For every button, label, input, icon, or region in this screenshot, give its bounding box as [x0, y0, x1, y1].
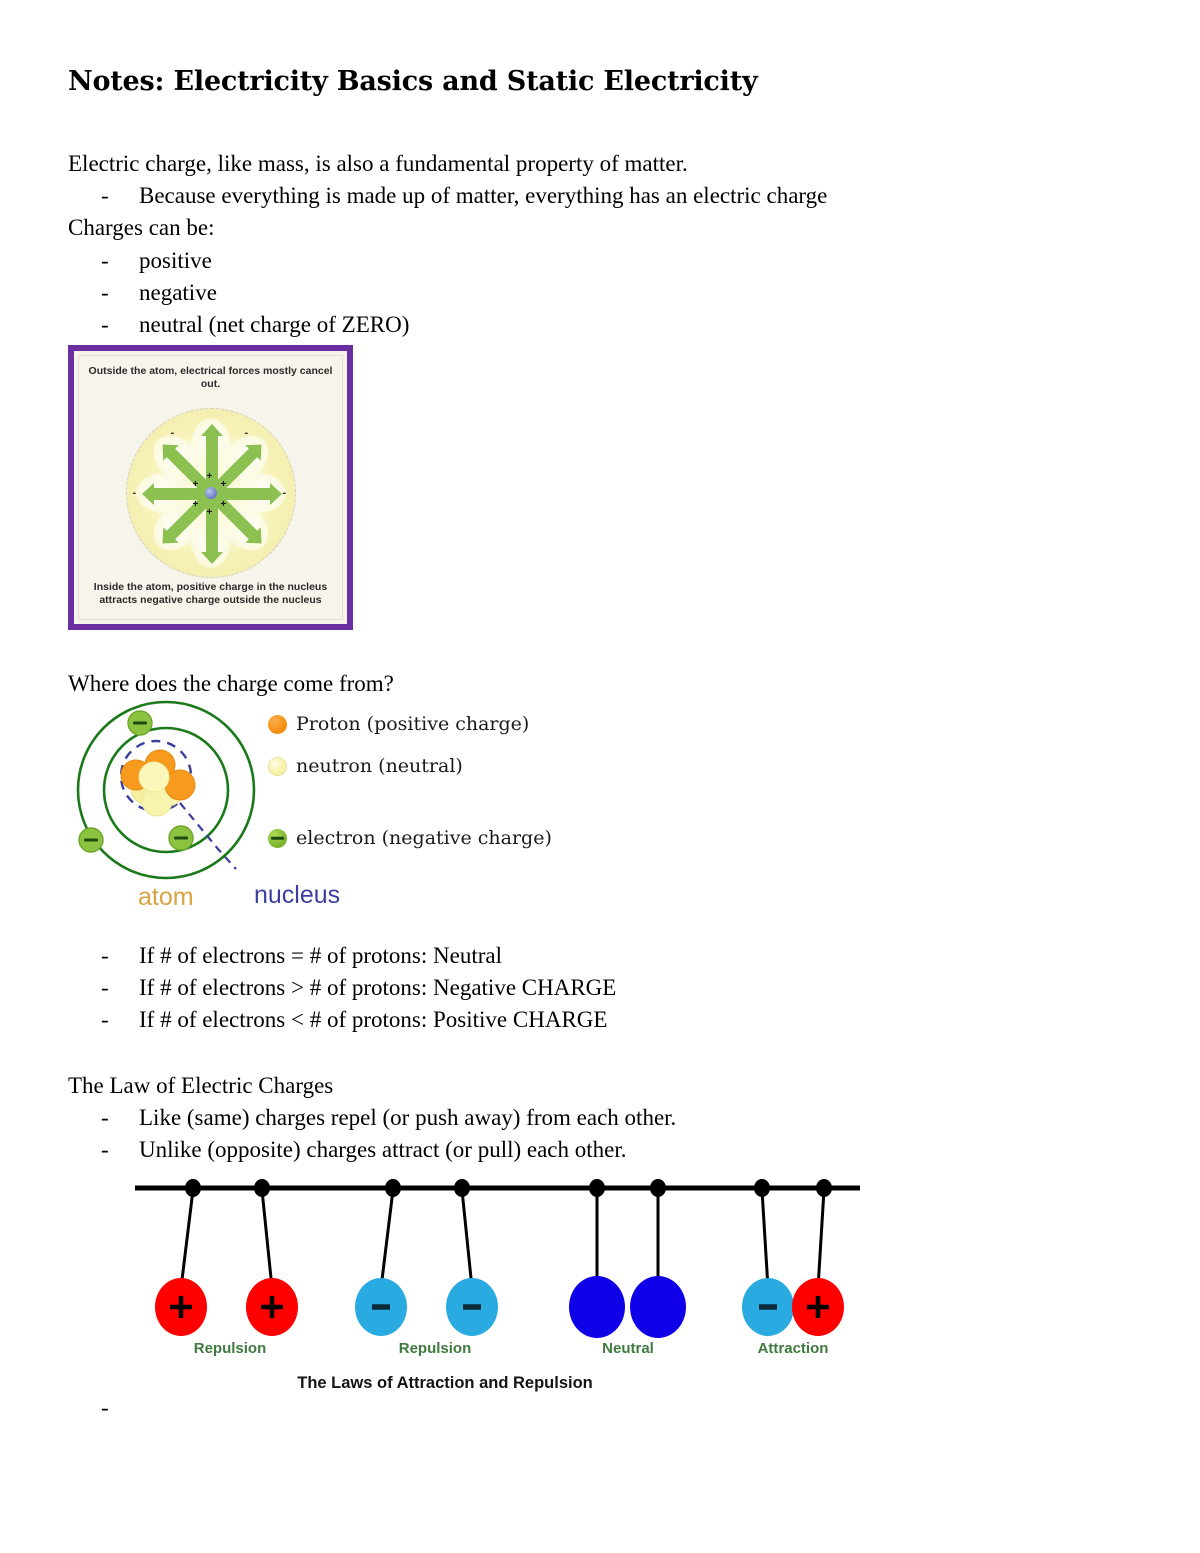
- paragraph-where-charge: Where does the charge come from?: [68, 671, 394, 696]
- charged-ball-positive: [792, 1278, 844, 1336]
- strings: [179, 1189, 826, 1289]
- figure-atom-forces: Outside the atom, electrical forces most…: [68, 345, 353, 630]
- bullet-text: Like (same) charges repel (or push away)…: [139, 1105, 677, 1130]
- group-label-attraction: Attraction: [757, 1340, 829, 1357]
- nucleus-core-icon: [204, 487, 217, 499]
- bullet-rule-positive: - If # of electrons < # of protons: Posi…: [101, 1004, 607, 1035]
- charged-ball-negative: [446, 1278, 498, 1336]
- inner-orbit-icon: [102, 726, 230, 854]
- page-title: Notes: Electricity Basics and Static Ele…: [68, 66, 758, 97]
- bullet-rule-negative: - If # of electrons > # of protons: Nega…: [101, 972, 616, 1003]
- outer-orbit-icon: [76, 700, 256, 880]
- bullet-rule-neutral: - If # of electrons = # of protons: Neut…: [101, 940, 502, 971]
- group-label-repulsion-2: Repulsion: [398, 1340, 472, 1357]
- neutron-icon: [268, 756, 287, 776]
- nucleus-label: nucleus: [254, 881, 341, 909]
- charged-ball-positive: [246, 1278, 298, 1336]
- group-label-repulsion-1: Repulsion: [193, 1340, 267, 1357]
- paragraph-charge-intro: Electric charge, like mass, is also a fu…: [68, 151, 688, 176]
- electron-icon: [78, 827, 104, 853]
- bullet-text: If # of electrons < # of protons: Positi…: [139, 1007, 608, 1032]
- figure-attraction-repulsion: Repulsion Repulsion Neutral Attraction T…: [130, 1176, 890, 1401]
- atom-label: atom: [138, 883, 194, 911]
- charged-ball-negative: [355, 1278, 407, 1336]
- minus-sign: -: [170, 427, 175, 439]
- bullet-charge-negative: - negative: [101, 277, 217, 308]
- bullet-law-attract: - Unlike (opposite) charges attract (or …: [101, 1134, 627, 1165]
- group-label-neutral: Neutral: [602, 1340, 654, 1357]
- bullet-text: neutral (net charge of ZERO): [139, 312, 410, 337]
- bullet-charge-positive: - positive: [101, 245, 212, 276]
- legend-item-neutron: neutron (neutral): [268, 755, 463, 777]
- bullet-dash: -: [101, 248, 109, 273]
- bullet-dash: -: [101, 943, 109, 968]
- plus-sign: +: [220, 499, 227, 510]
- bullet-text: If # of electrons = # of protons: Neutra…: [139, 943, 502, 968]
- figure-charges-caption: The Laws of Attraction and Repulsion: [297, 1374, 593, 1392]
- proton-icon: [268, 714, 287, 734]
- bullet-everything-has-charge: - Because everything is made up of matte…: [101, 180, 827, 211]
- atom-orbit-diagram: [76, 700, 256, 880]
- plus-sign: +: [220, 479, 227, 490]
- legend-item-proton: Proton (positive charge): [268, 713, 529, 735]
- legend-label: neutron (neutral): [296, 755, 463, 777]
- charged-ball-negative: [742, 1278, 794, 1336]
- plus-sign: +: [192, 479, 199, 490]
- minus-sign: -: [282, 487, 287, 499]
- bullet-dash: -: [101, 312, 109, 337]
- bullet-text: Because everything is made up of matter,…: [139, 183, 828, 208]
- figure-forces-caption-bottom: Inside the atom, positive charge in the …: [93, 581, 328, 606]
- legend-label: Proton (positive charge): [296, 713, 530, 735]
- charged-ball-positive: [155, 1278, 207, 1336]
- plus-sign: +: [206, 471, 213, 482]
- bullet-law-repel: - Like (same) charges repel (or push awa…: [101, 1102, 676, 1133]
- bullet-dash: -: [101, 1007, 109, 1032]
- electron-icon: [268, 828, 287, 848]
- bullet-text: positive: [139, 248, 212, 273]
- minus-sign: -: [244, 427, 249, 439]
- bullet-dash: -: [101, 1395, 109, 1420]
- charged-ball-neutral: [569, 1276, 625, 1338]
- electron-icon: [127, 710, 153, 736]
- charged-ball-neutral: [630, 1276, 686, 1338]
- bullet-text: If # of electrons > # of protons: Negati…: [139, 975, 617, 1000]
- nucleus-particles-icon: [120, 749, 196, 817]
- legend-label: electron (negative charge): [296, 827, 552, 849]
- bullet-dash: -: [101, 975, 109, 1000]
- minus-sign: -: [132, 487, 137, 499]
- electron-icon: [168, 825, 194, 851]
- plus-sign: +: [206, 507, 213, 518]
- figure-atom-forces-inner: Outside the atom, electrical forces most…: [78, 355, 343, 620]
- bullet-empty-trailing: -: [101, 1392, 139, 1423]
- bullet-dash: -: [101, 183, 109, 208]
- bullet-dash: -: [101, 1105, 109, 1130]
- paragraph-charges-can-be: Charges can be:: [68, 215, 215, 240]
- plus-sign: +: [192, 499, 199, 510]
- nucleus-leader-line: [179, 802, 237, 870]
- heading-law-of-electric-charges: The Law of Electric Charges: [68, 1073, 334, 1098]
- pivot-points: [185, 1179, 832, 1197]
- bullet-dash: -: [101, 1137, 109, 1162]
- figure-forces-halo: + + + + + + - - - -: [125, 408, 296, 578]
- bullet-charge-neutral: - neutral (net charge of ZERO): [101, 309, 409, 340]
- figure-atom-structure: atom nucleus Proton (positive charge) ne…: [68, 697, 588, 922]
- figure-forces-caption-top: Outside the atom, electrical forces most…: [88, 365, 333, 390]
- charges-diagram: [135, 1179, 860, 1338]
- bullet-dash: -: [101, 280, 109, 305]
- bullet-text: negative: [139, 280, 217, 305]
- bullet-text: Unlike (opposite) charges attract (or pu…: [139, 1137, 627, 1162]
- legend-item-electron: electron (negative charge): [268, 827, 552, 849]
